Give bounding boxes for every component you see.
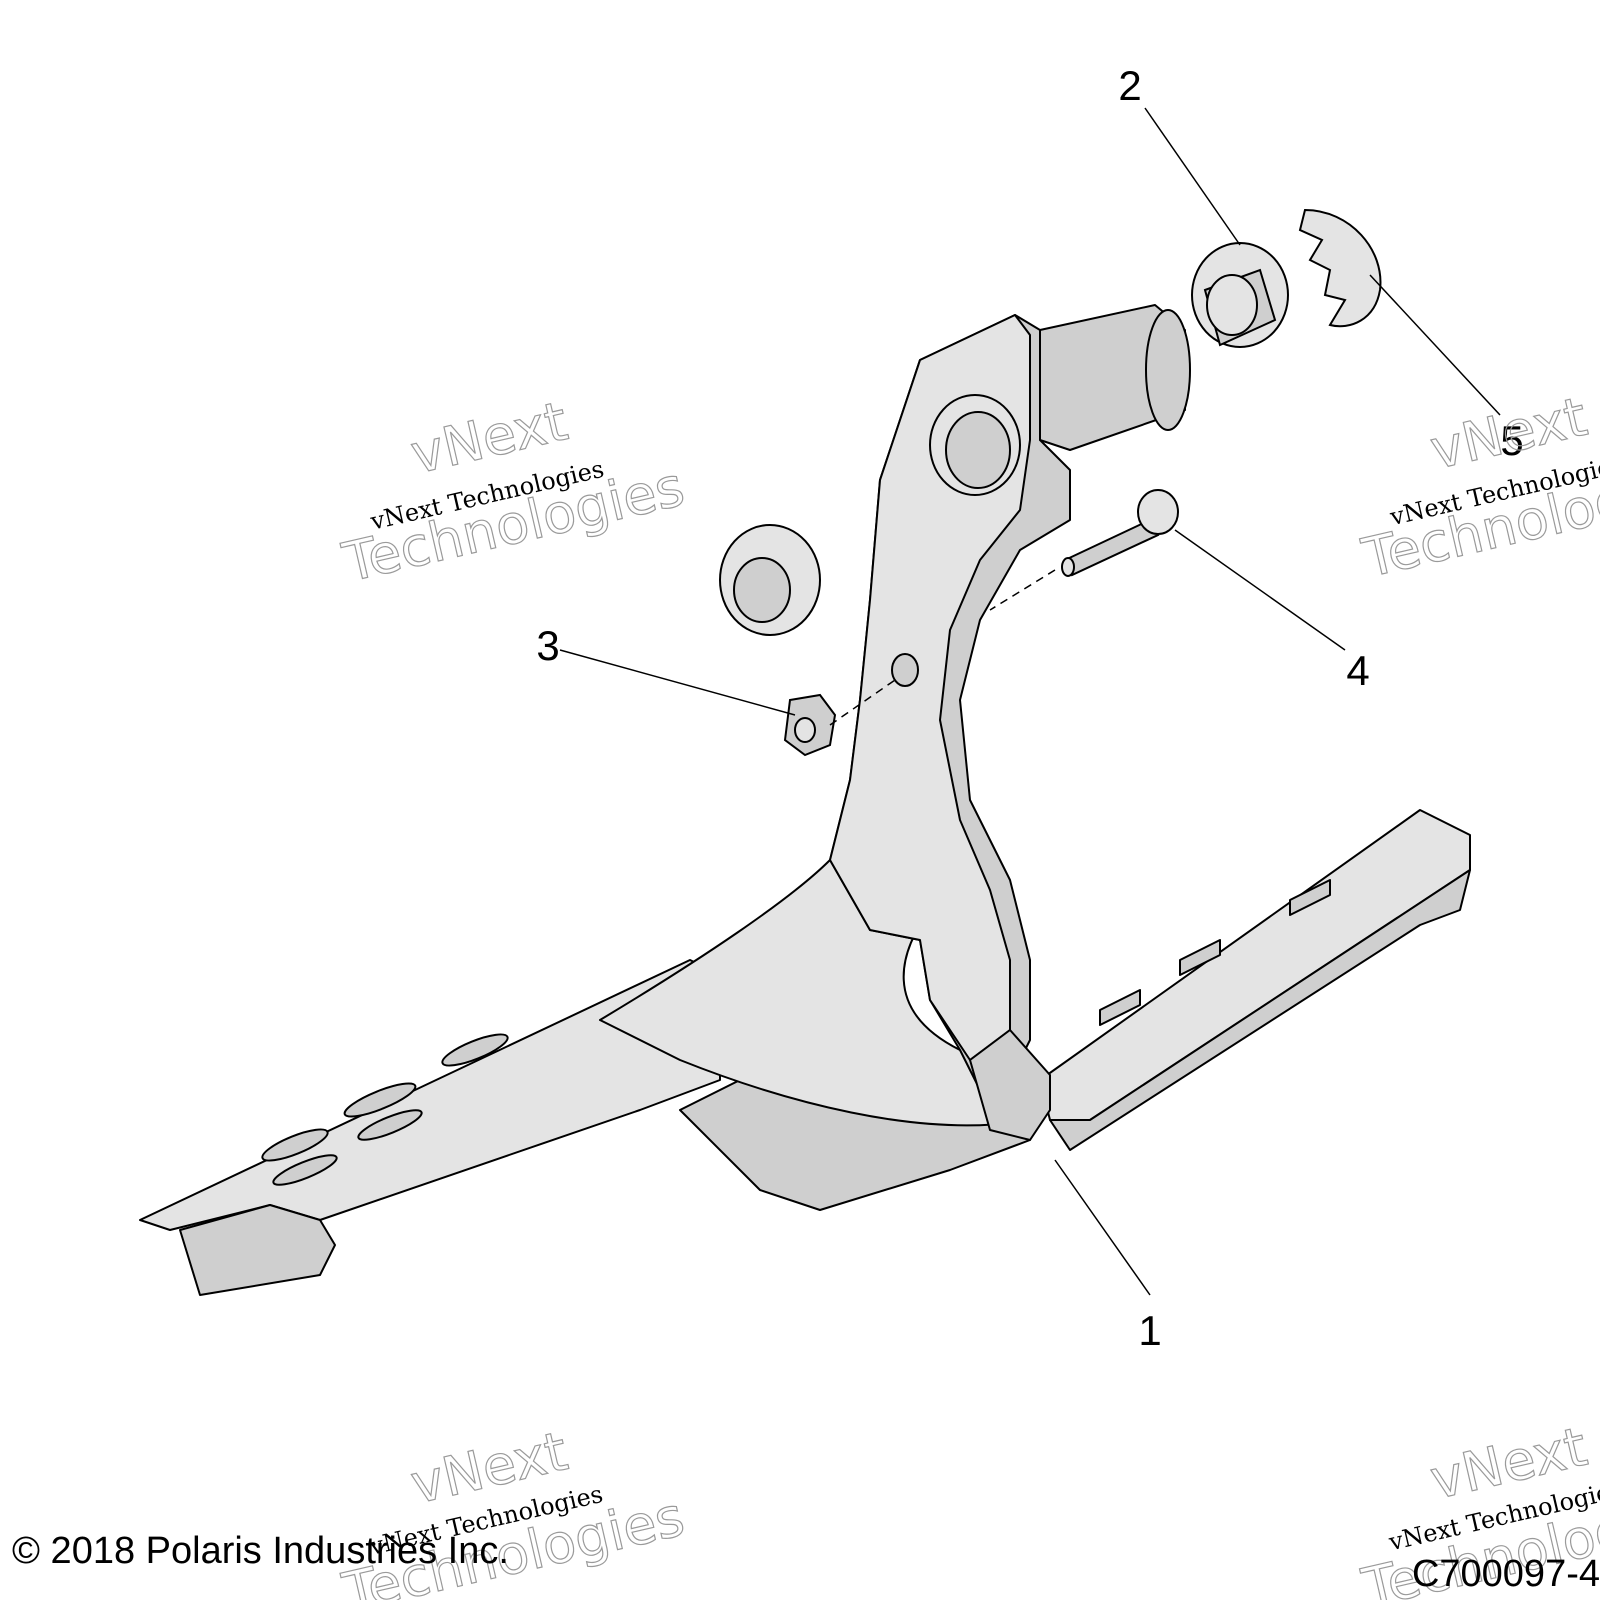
callout-2: 2 <box>1118 62 1141 109</box>
leader-3 <box>559 649 796 716</box>
bolt-part-4 <box>1061 489 1179 577</box>
leader-4 <box>1174 529 1346 651</box>
right-pad-rib-1 <box>1289 879 1331 916</box>
bolt-4-head <box>1137 489 1179 535</box>
leader-lines <box>559 107 1501 1296</box>
left-pad-slot-4 <box>261 1128 329 1162</box>
assembly-line-bolt <box>989 569 1056 611</box>
e-clip-part-5 <box>1298 208 1382 328</box>
left-pad-slot-3 <box>357 1109 423 1141</box>
right-pad-rib-2 <box>1179 939 1221 976</box>
bushing-2-bore <box>1206 274 1258 336</box>
watermark-top-left: vNext vNext Technologies Technologies <box>336 389 690 595</box>
leader-1 <box>1054 1159 1151 1296</box>
leader-2 <box>1144 107 1241 246</box>
bolt-4-tip <box>1061 557 1075 577</box>
right-foot-pad-side <box>1049 869 1471 1151</box>
bushing-left <box>719 524 821 636</box>
right-foot-pad <box>1039 809 1471 1121</box>
left-foot-pad-side <box>179 1204 336 1296</box>
arm-plate-face <box>829 314 1031 1061</box>
watermark-top-right: vNext vNext Technologies Technologies <box>1356 384 1600 590</box>
leader-5 <box>1369 274 1501 416</box>
bushing-part-2 <box>1191 242 1289 348</box>
bushing-left-bore <box>733 557 791 623</box>
pivot-hole-inner <box>945 411 1011 489</box>
callout-5: 5 <box>1500 417 1523 464</box>
copyright-notice: © 2018 Polaris Industries Inc. <box>12 1530 509 1572</box>
callout-3: 3 <box>536 622 559 669</box>
arm-edge-strip <box>969 1029 1051 1141</box>
callout-1: 1 <box>1138 1307 1161 1354</box>
nut-3-hole <box>794 717 816 743</box>
pedal-arm-part-1 <box>139 304 1471 1296</box>
callout-4: 4 <box>1346 647 1369 694</box>
nut-part-3 <box>783 693 837 757</box>
pivot-tube-end <box>1145 309 1191 431</box>
mounting-hole <box>891 653 919 687</box>
drawing-number: C700097-4 <box>1411 1553 1600 1595</box>
left-pad-slot-5 <box>272 1154 338 1186</box>
right-pad-rib-3 <box>1099 989 1141 1026</box>
left-pad-slot-2 <box>343 1082 417 1118</box>
left-pad-slot-1 <box>441 1033 509 1067</box>
curved-arm <box>599 859 1031 1127</box>
